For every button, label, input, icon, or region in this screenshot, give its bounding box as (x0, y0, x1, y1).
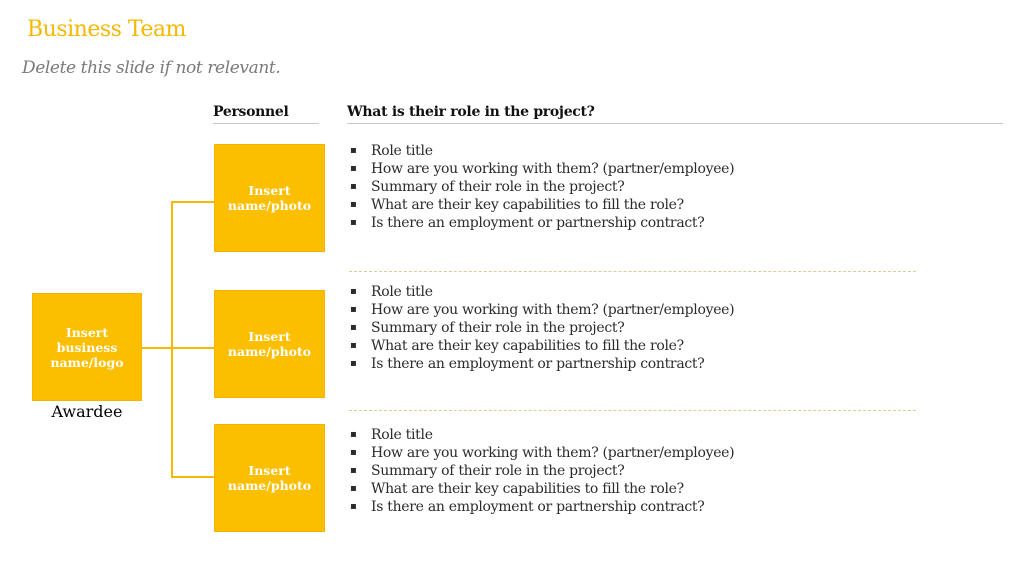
bullet-icon: ▪ (350, 322, 357, 333)
list-item: ▪What are their key capabilities to fill… (350, 197, 684, 213)
business-logo-placeholder[interactable]: Insert business name/logo (32, 293, 142, 401)
photo-label-line: Insert (248, 183, 291, 198)
section-divider-2 (349, 410, 916, 411)
list-item: ▪Role title (350, 143, 433, 159)
bullet-icon: ▪ (350, 447, 357, 458)
personnel-header-rule (213, 123, 319, 124)
list-item: ▪How are you working with them? (partner… (350, 302, 735, 318)
bullet-icon: ▪ (350, 217, 357, 228)
personnel-column-header: Personnel (213, 104, 289, 120)
business-label-line: business (56, 339, 118, 355)
list-item: ▪How are you working with them? (partner… (350, 161, 735, 177)
person-photo-placeholder-3[interactable]: Insert name/photo (214, 424, 325, 532)
bullet-icon: ▪ (350, 429, 357, 440)
awardee-caption: Awardee (51, 402, 123, 421)
list-item: ▪What are their key capabilities to fill… (350, 481, 684, 497)
person-photo-placeholder-2[interactable]: Insert name/photo (214, 290, 325, 398)
bullet-icon: ▪ (350, 304, 357, 315)
role-header-rule (347, 123, 1003, 124)
business-label-line: name/logo (50, 354, 124, 370)
slide-title: Business Team (27, 17, 186, 42)
bullet-icon: ▪ (350, 199, 357, 210)
role-bullet-list-2: ▪Role title ▪How are you working with th… (347, 283, 735, 373)
connector-horizontal-main (142, 347, 172, 349)
list-item: ▪How are you working with them? (partner… (350, 445, 735, 461)
bullet-icon: ▪ (350, 340, 357, 351)
bullet-icon: ▪ (350, 358, 357, 369)
list-item: ▪Summary of their role in the project? (350, 320, 625, 336)
list-item: ▪Summary of their role in the project? (350, 463, 625, 479)
list-item: ▪Is there an employment or partnership c… (350, 356, 705, 372)
connector-branch-1 (171, 201, 214, 203)
role-bullet-list-3: ▪Role title ▪How are you working with th… (347, 426, 735, 516)
person-photo-placeholder-1[interactable]: Insert name/photo (214, 144, 325, 252)
bullet-icon: ▪ (350, 181, 357, 192)
photo-label-line: name/photo (227, 478, 312, 493)
photo-label-line: Insert (248, 463, 291, 478)
bullet-icon: ▪ (350, 465, 357, 476)
bullet-icon: ▪ (350, 286, 357, 297)
list-item: ▪Is there an employment or partnership c… (350, 215, 705, 231)
role-column-header: What is their role in the project? (347, 104, 595, 120)
list-item: ▪Role title (350, 427, 433, 443)
role-bullet-list-1: ▪Role title ▪How are you working with th… (347, 142, 735, 232)
bullet-icon: ▪ (350, 501, 357, 512)
connector-branch-3 (171, 476, 214, 478)
bullet-icon: ▪ (350, 145, 357, 156)
bullet-icon: ▪ (350, 483, 357, 494)
list-item: ▪Summary of their role in the project? (350, 179, 625, 195)
photo-label-line: Insert (248, 329, 291, 344)
business-label-line: Insert (65, 324, 109, 340)
section-divider-1 (349, 271, 916, 272)
list-item: ▪What are their key capabilities to fill… (350, 338, 684, 354)
connector-vertical (171, 201, 173, 477)
photo-label-line: name/photo (227, 344, 312, 359)
connector-branch-2 (171, 347, 214, 349)
slide-subtitle: Delete this slide if not relevant. (22, 58, 281, 78)
photo-label-line: name/photo (227, 198, 312, 213)
bullet-icon: ▪ (350, 163, 357, 174)
list-item: ▪Is there an employment or partnership c… (350, 499, 705, 515)
list-item: ▪Role title (350, 284, 433, 300)
